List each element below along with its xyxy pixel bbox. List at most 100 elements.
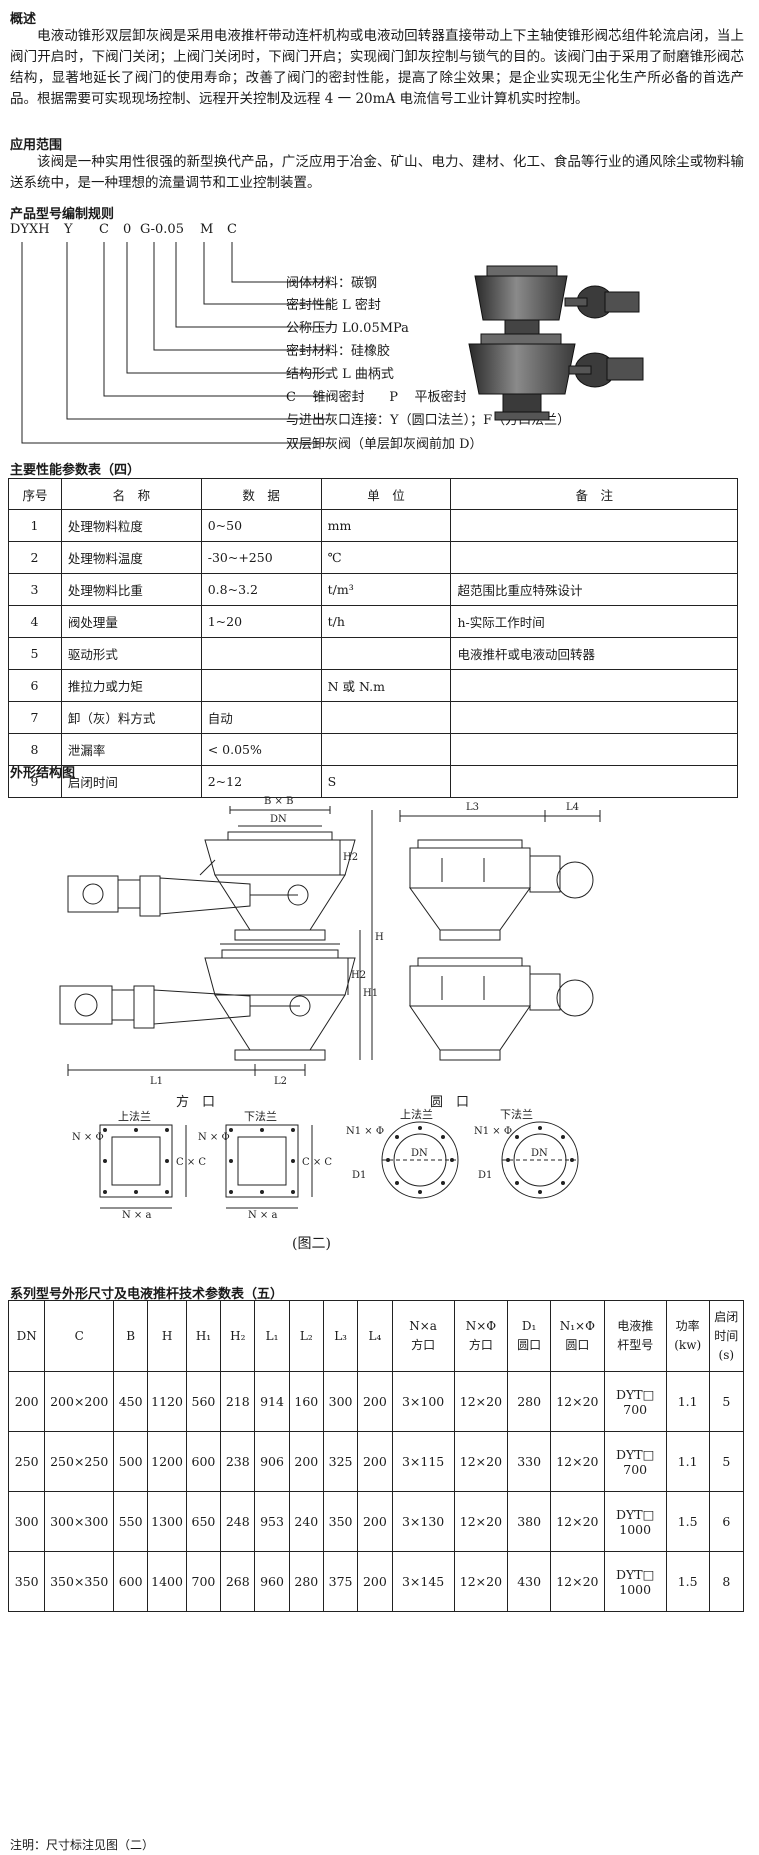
table-cell — [450, 765, 738, 798]
table-cell: DYT□ 700 — [603, 1431, 667, 1492]
code-label: 结构形式 L 曲柄式 — [286, 367, 394, 382]
dim-l2: L2 — [274, 1076, 287, 1087]
code-part: G-0.05 — [140, 222, 184, 237]
col-header: DN — [7, 1300, 46, 1372]
table-cell: 550 — [112, 1491, 149, 1552]
table-cell: 650 — [185, 1491, 222, 1552]
table-cell: 0.8~3.2 — [200, 573, 322, 606]
valve-product-photo — [468, 265, 644, 421]
dim-n1xphi: N1 × Φ — [346, 1126, 384, 1137]
dim-nxa-lower: N × a — [248, 1210, 277, 1220]
table-cell: 200 — [7, 1371, 46, 1432]
table-cell: 350 — [322, 1491, 359, 1552]
code-label: 密封性能 L 密封 — [286, 298, 381, 313]
col-header: L₁ — [254, 1300, 290, 1372]
table-cell — [450, 669, 738, 702]
dim-nxa: N × a — [122, 1210, 151, 1220]
table-cell: 330 — [507, 1431, 552, 1492]
col-header: H — [147, 1300, 187, 1372]
round-port-title: 圆 口 — [430, 1095, 469, 1110]
application-heading: 应用范围 — [10, 138, 63, 153]
col-header: L₂ — [288, 1300, 324, 1372]
table-cell: 自动 — [200, 701, 322, 734]
table-cell: 推拉力或力矩 — [60, 669, 202, 702]
col-header: 数 据 — [200, 478, 322, 510]
dim-h1: H1 — [363, 988, 378, 999]
table-cell: 3×100 — [391, 1371, 455, 1432]
drawing-heading: 外形结构图 — [10, 766, 76, 781]
table-cell: 9 — [8, 765, 62, 798]
dim-cxc: C × C — [176, 1157, 206, 1168]
code-part: DYXH — [10, 222, 50, 237]
table-cell: 1.5 — [665, 1551, 710, 1612]
lower-flange-label-round: 下法兰 — [500, 1107, 533, 1121]
table-cell: 200 — [357, 1371, 393, 1432]
table-cell: 200 — [288, 1431, 324, 1492]
table-cell: 325 — [322, 1431, 359, 1492]
table-cell: 6 — [8, 669, 62, 702]
table-cell: < 0.05% — [200, 733, 322, 766]
table-cell: 914 — [254, 1371, 290, 1432]
table-cell — [320, 637, 452, 670]
table-cell: 处理物料粒度 — [60, 509, 202, 542]
table-cell: 驱动形式 — [60, 637, 202, 670]
col-header: L₃ — [322, 1300, 359, 1372]
table-cell: 160 — [288, 1371, 324, 1432]
table-cell: 4 — [8, 605, 62, 638]
table-cell: S — [320, 765, 452, 798]
col-header: 序号 — [8, 478, 62, 510]
dim-h2: H2 — [343, 852, 358, 863]
col-header: N₁×Φ 圆口 — [550, 1300, 605, 1372]
table-cell — [320, 701, 452, 734]
table-cell: 12×20 — [550, 1491, 605, 1552]
table-cell: 375 — [322, 1551, 359, 1612]
table-cell: 1400 — [147, 1551, 187, 1612]
code-label: 公称压力 L0.05MPa — [286, 321, 409, 336]
col-header: 单 位 — [320, 478, 452, 510]
table-cell: 卸（灰）料方式 — [60, 701, 202, 734]
table-cell: 5 — [708, 1431, 745, 1492]
table-cell: 1 — [8, 509, 62, 542]
dim-bxb: B × B — [264, 796, 293, 807]
table-cell: t/m³ — [320, 573, 452, 606]
table-cell: DYT□ 1000 — [603, 1491, 667, 1552]
code-part: C — [227, 222, 237, 237]
upper-flange-label: 上法兰 — [118, 1109, 151, 1123]
table-cell: h-实际工作时间 — [450, 605, 738, 638]
table-cell: 12×20 — [550, 1551, 605, 1612]
table4-title: 主要性能参数表（四） — [10, 463, 141, 478]
table-cell: 1300 — [147, 1491, 187, 1552]
table5-title: 系列型号外形尺寸及电液推杆技术参数表（五） — [10, 1287, 284, 1302]
dim-cxc-lower: C × C — [302, 1157, 332, 1168]
dim-d1-lower: D1 — [478, 1170, 492, 1181]
model-code-heading: 产品型号编制规则 — [10, 207, 115, 222]
table-cell: DYT□ 700 — [603, 1371, 667, 1432]
col-header: H₂ — [220, 1300, 256, 1372]
dim-nxphi-lower: N × Φ — [198, 1132, 230, 1143]
table-cell: 1~20 — [200, 605, 322, 638]
table-cell: 6 — [708, 1491, 745, 1552]
dim-l4: L4 — [566, 802, 579, 813]
col-header: 电液推 杆型号 — [603, 1300, 667, 1372]
dim-d1: D1 — [352, 1170, 366, 1181]
dim-l1: L1 — [150, 1076, 163, 1087]
code-leader-lines — [21, 242, 330, 444]
table-cell — [450, 509, 738, 542]
dim-nxphi: N × Φ — [72, 1132, 104, 1143]
code-part: M — [200, 222, 214, 237]
outline-drawing: B × B DN H2 H2 H1 H L1 L2 L3 L4 N × Φ N … — [59, 796, 601, 1220]
table-cell: 350 — [7, 1551, 46, 1612]
col-header: N×a 方口 — [391, 1300, 455, 1372]
dim-h: H — [375, 932, 384, 943]
col-header: D₁ 圆口 — [507, 1300, 552, 1372]
dim-h2-lower: H2 — [351, 970, 366, 981]
code-part: Y — [64, 222, 73, 237]
table-cell: 200 — [357, 1551, 393, 1612]
